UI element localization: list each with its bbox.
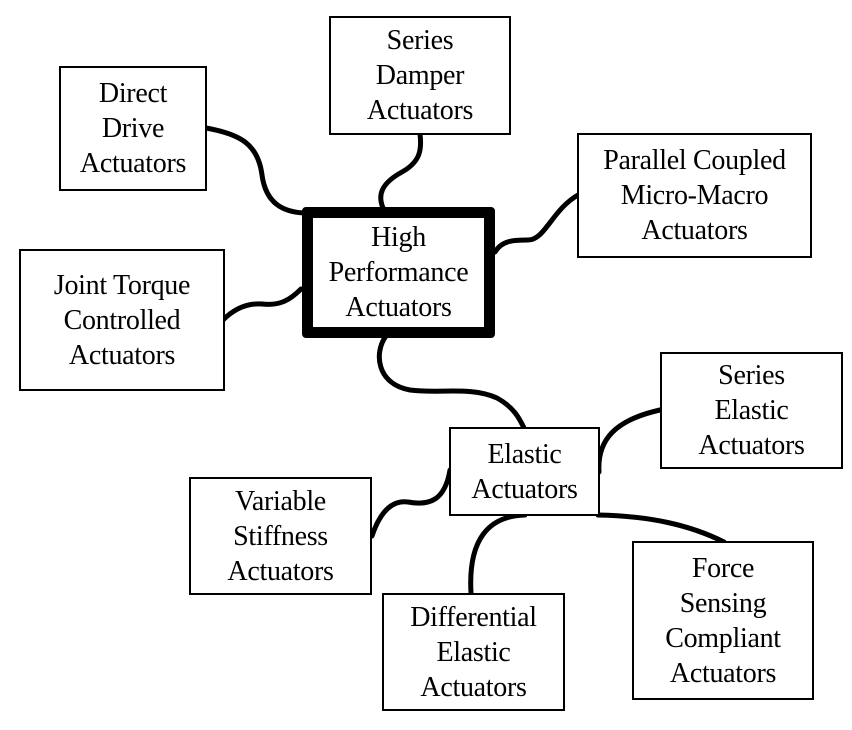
link-elastic bbox=[376, 333, 527, 431]
node-direct-drive: Direct Drive Actuators bbox=[59, 66, 207, 191]
node-label: Series Damper Actuators bbox=[366, 25, 474, 126]
node-label: Differential Elastic Actuators bbox=[410, 601, 537, 703]
node-label: Elastic Actuators bbox=[471, 438, 578, 505]
node-differential-elastic: Differential Elastic Actuators bbox=[382, 593, 565, 711]
link-differential-elastic bbox=[468, 512, 528, 596]
node-force-sensing: Force Sensing Compliant Actuators bbox=[632, 541, 814, 700]
node-joint-torque: Joint Torque Controlled Actuators bbox=[19, 249, 225, 391]
node-high-performance: High Performance Actuators bbox=[302, 207, 495, 338]
link-series-damper bbox=[378, 131, 424, 211]
node-series-elastic: Series Elastic Actuators bbox=[660, 352, 843, 469]
node-elastic: Elastic Actuators bbox=[449, 427, 600, 516]
node-label: Parallel Coupled Micro-Macro Actuators bbox=[603, 145, 786, 246]
link-series-elastic bbox=[596, 407, 663, 475]
node-parallel-coupled: Parallel Coupled Micro-Macro Actuators bbox=[577, 133, 812, 258]
link-variable-stiffness bbox=[369, 467, 453, 539]
link-parallel-coupled bbox=[492, 192, 581, 255]
node-variable-stiffness: Variable Stiffness Actuators bbox=[189, 477, 372, 595]
link-joint-torque bbox=[220, 286, 304, 323]
root-label: High Performance Actuators bbox=[328, 222, 469, 323]
node-label: Direct Drive Actuators bbox=[79, 78, 187, 179]
node-series-damper: Series Damper Actuators bbox=[329, 16, 511, 135]
node-label: Variable Stiffness Actuators bbox=[227, 485, 334, 587]
node-label: Force Sensing Compliant Actuators bbox=[665, 552, 781, 689]
node-label: Series Elastic Actuators bbox=[698, 360, 805, 461]
link-direct-drive bbox=[203, 125, 307, 216]
node-label: Joint Torque Controlled Actuators bbox=[53, 269, 191, 371]
link-force-sensing bbox=[595, 512, 727, 545]
